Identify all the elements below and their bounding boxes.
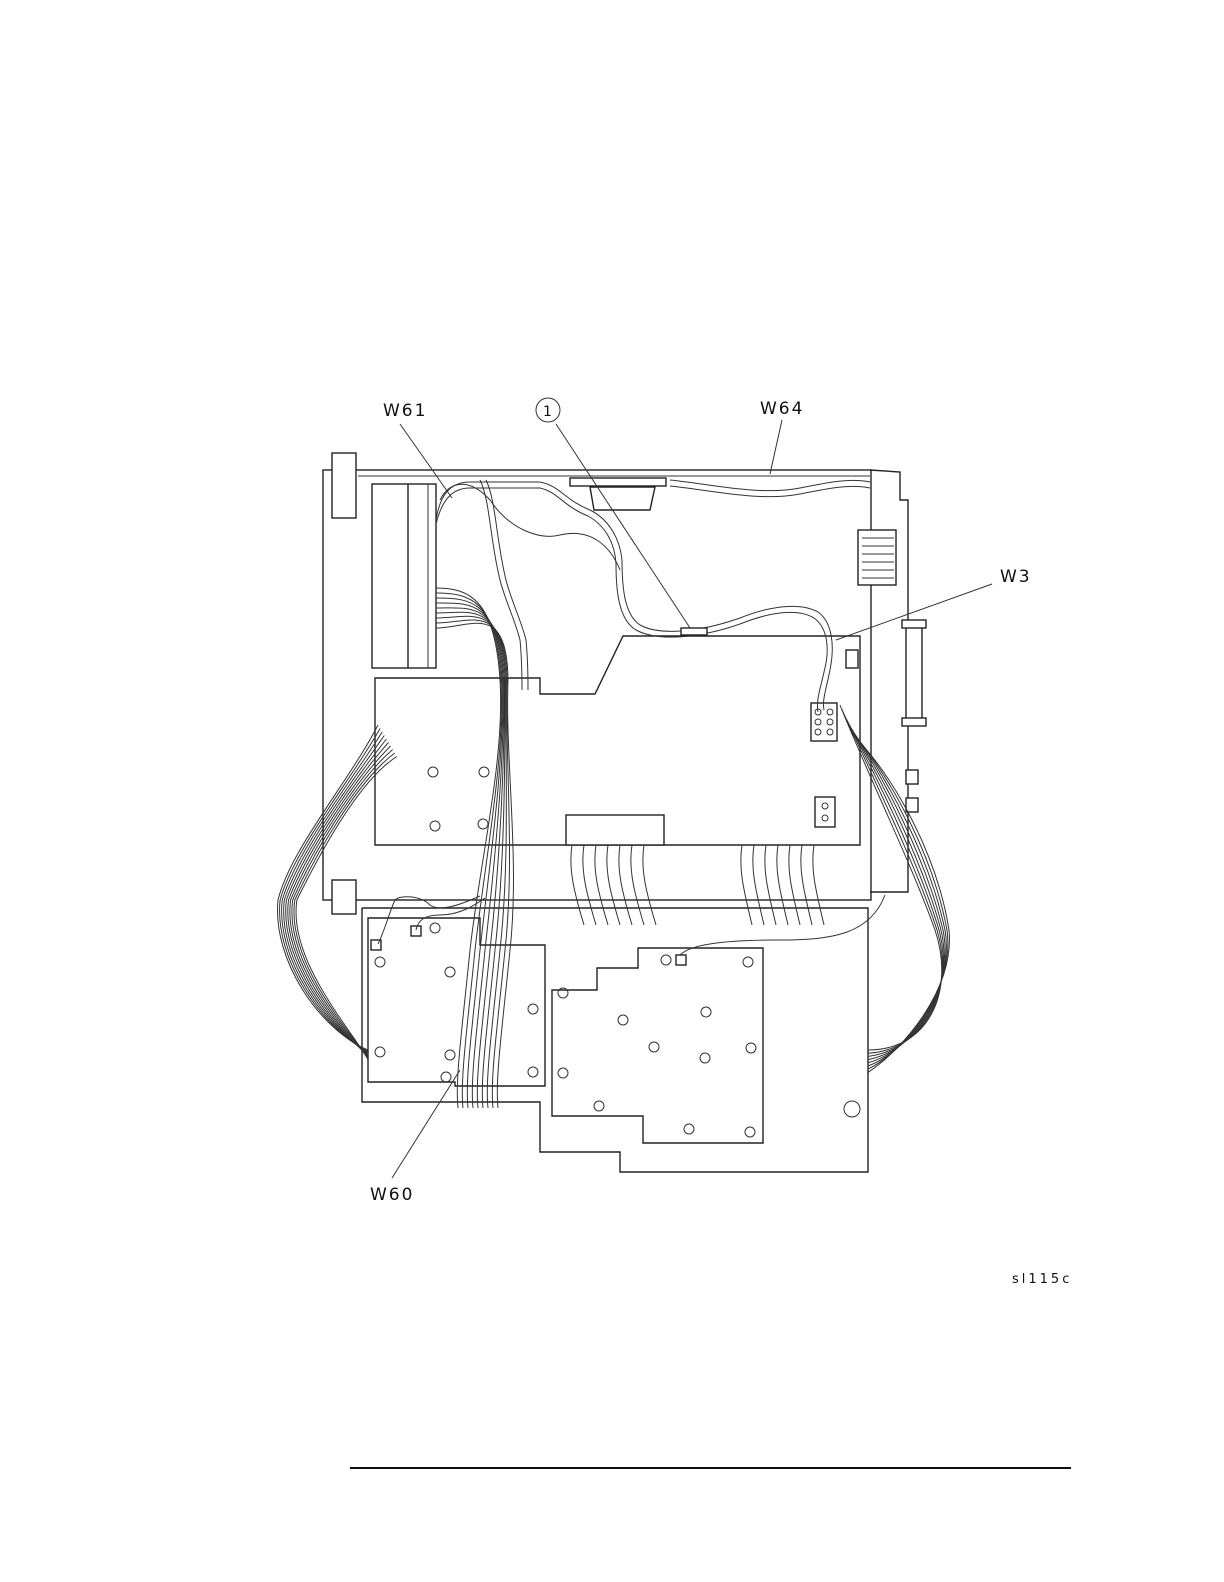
callout-w3: W3 [1000,567,1032,587]
footer-rule [350,1467,1071,1469]
lower-chassis [362,908,868,1172]
figure-id: sl115c [1012,1272,1072,1287]
left-rf-board [368,918,545,1086]
ribbon-cable-center [571,845,656,925]
w61-ribbon-cable [436,588,513,1108]
speaker-assembly [570,478,666,510]
callout-w61: W61 [383,401,427,421]
callout-item1: 1 [543,404,552,420]
display-module [372,484,436,668]
callout-w64: W64 [760,399,804,419]
main-board [375,636,860,845]
ribbon-cable-right [741,845,824,925]
callout-w60: W60 [370,1185,414,1205]
right-rf-board [552,948,860,1143]
right-ribbon-loop [840,705,949,1072]
leader-lines [392,420,992,1178]
